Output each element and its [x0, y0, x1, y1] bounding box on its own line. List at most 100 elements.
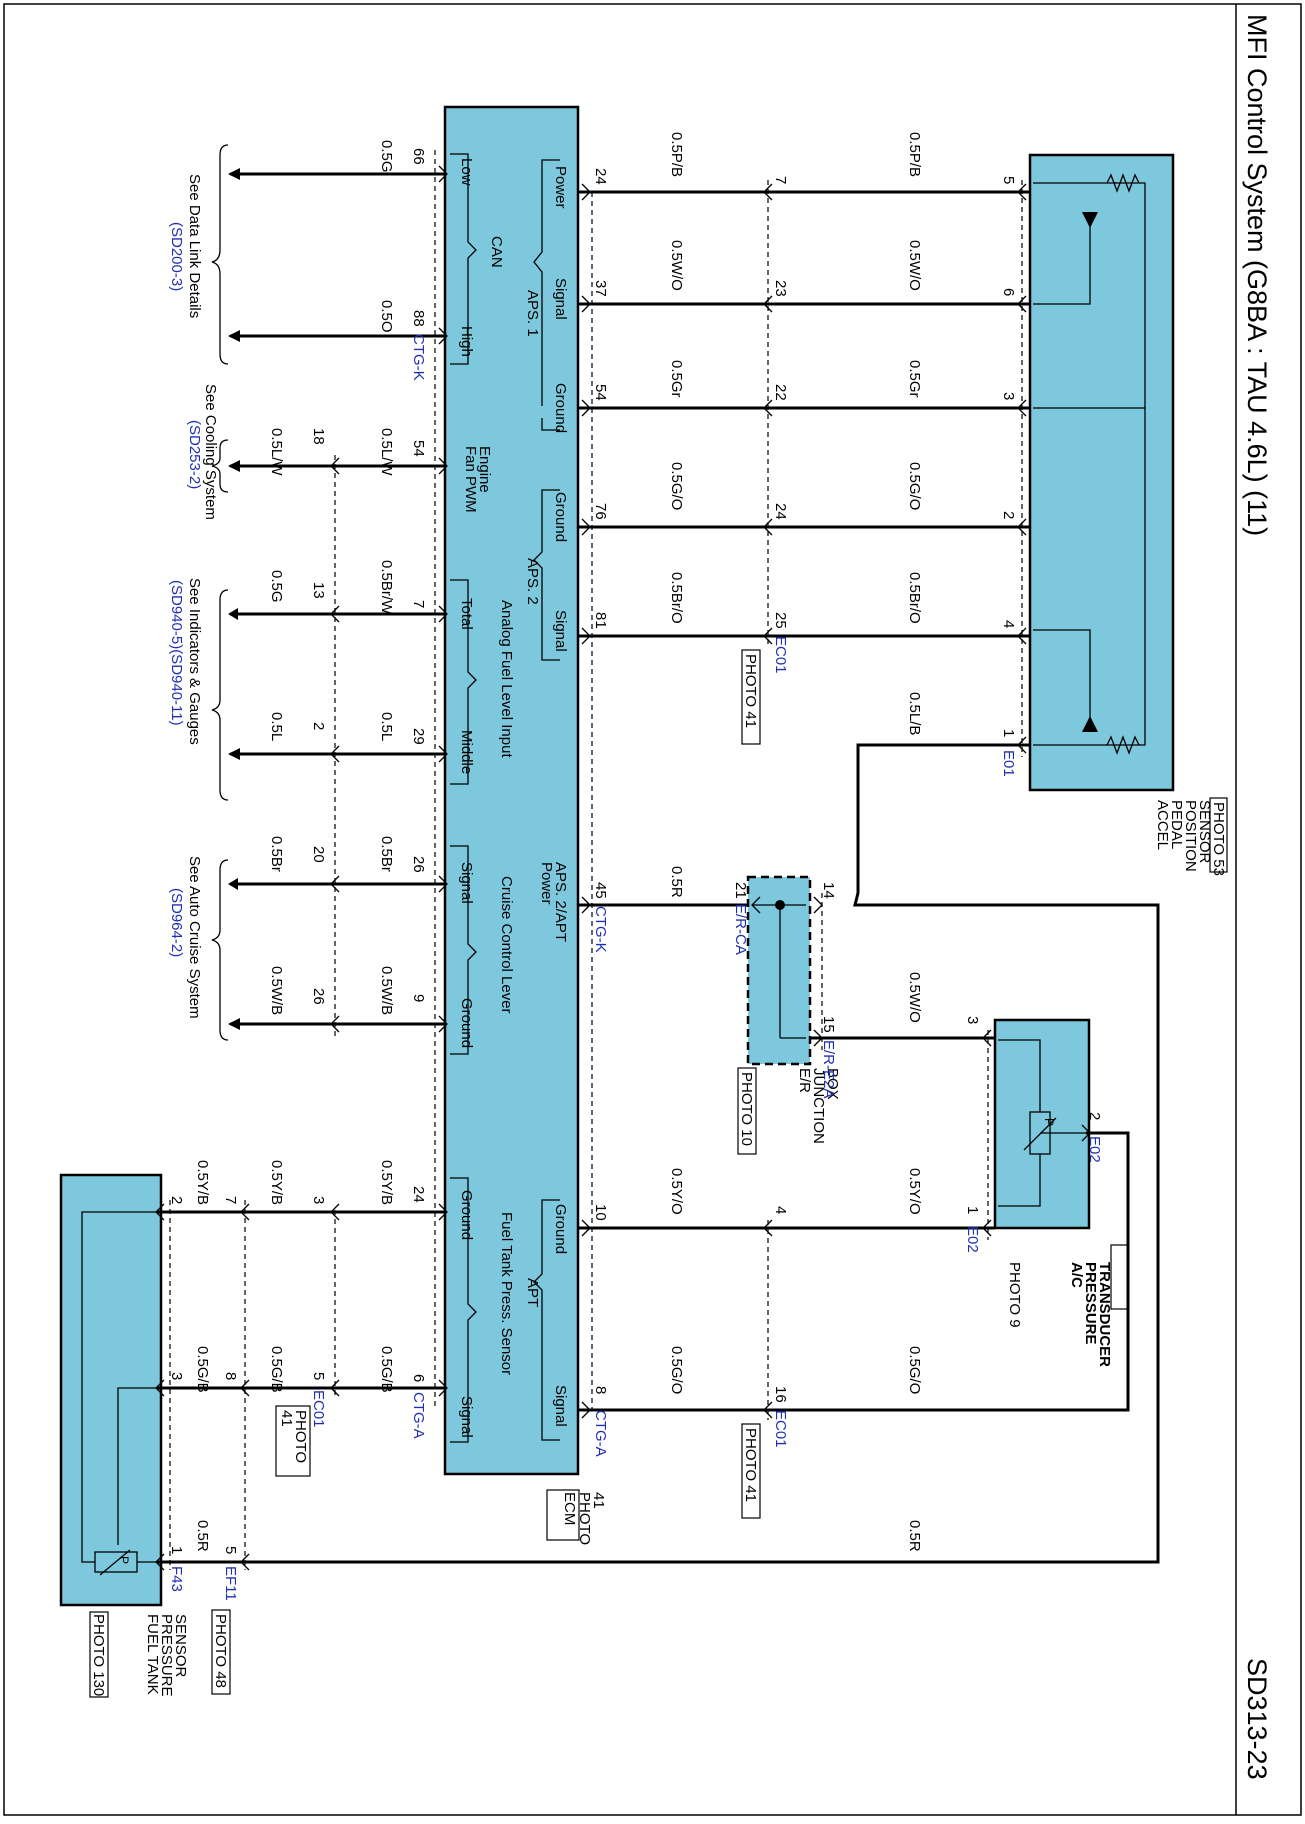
svg-text:Engine: Engine: [476, 446, 493, 493]
svg-text:PRESSURE: PRESSURE: [1082, 1262, 1099, 1345]
fuel-sensor-label: FUEL TANK PRESSURE SENSOR: [144, 1614, 189, 1697]
svg-text:7: 7: [772, 176, 789, 184]
svg-text:0.5Gr: 0.5Gr: [906, 360, 923, 398]
svg-text:Middle: Middle: [458, 730, 475, 774]
svg-text:PRESSURE: PRESSURE: [158, 1614, 175, 1697]
ecm-pins-left: 66 88 CTG-K 54 7 29 26 9 24 6 CTG-A: [410, 148, 427, 1439]
left-wires: [158, 172, 445, 1390]
svg-text:(SD200-3): (SD200-3): [168, 222, 185, 291]
svg-text:26: 26: [310, 988, 327, 1005]
svg-text:24: 24: [410, 1186, 427, 1203]
svg-text:3: 3: [964, 1016, 981, 1024]
svg-text:54: 54: [592, 384, 609, 401]
ecm-label: ECM PHOTO 41: [546, 1489, 607, 1545]
ac-p-label: P: [1042, 1118, 1056, 1126]
svg-text:0.5L: 0.5L: [268, 712, 285, 741]
svg-text:24: 24: [592, 168, 609, 185]
svg-text:CTG-K: CTG-K: [592, 906, 609, 953]
ecm-pins-right: 24 37 54 76 81 45 CTG-K 10 8 CTG-A: [592, 168, 609, 1457]
page-border: [3, 3, 1302, 1816]
svg-text:Ground: Ground: [458, 998, 475, 1048]
svg-text:F43: F43: [168, 1566, 185, 1592]
svg-text:8: 8: [592, 1386, 609, 1394]
svg-text:0.5G/B: 0.5G/B: [268, 1346, 285, 1393]
svg-text:FUEL TANK: FUEL TANK: [144, 1614, 161, 1695]
accel-pedal-sensor: [1028, 153, 1175, 792]
svg-text:16: 16: [772, 1386, 789, 1403]
svg-text:High: High: [458, 326, 475, 357]
svg-text:See Indicators & Gauges: See Indicators & Gauges: [186, 578, 203, 745]
svg-text:0.5Br: 0.5Br: [378, 836, 395, 872]
svg-text:0.5Y/B: 0.5Y/B: [268, 1160, 285, 1205]
fuel-tank-pressure-sensor: [59, 1173, 163, 1607]
svg-text:4: 4: [1000, 620, 1017, 628]
svg-text:6: 6: [410, 1374, 427, 1382]
ecm-brackets-right: [533, 159, 560, 1441]
splice-dot: [775, 900, 785, 910]
accel-pins: 5 6 3 2 4 1 E01: [1000, 176, 1017, 777]
svg-text:0.5G: 0.5G: [268, 570, 285, 603]
accel-sensor-label: ACCEL PEDAL POSITION SENSOR PHOTO 53: [1154, 797, 1228, 876]
svg-text:PEDAL: PEDAL: [1168, 800, 1185, 849]
svg-text:0.5G/O: 0.5G/O: [906, 1346, 923, 1394]
svg-text:Signal: Signal: [458, 1396, 475, 1438]
svg-text:BOX: BOX: [824, 1068, 841, 1100]
svg-text:41: 41: [590, 1492, 607, 1509]
svg-text:CTG-K: CTG-K: [410, 334, 427, 381]
svg-text:(SD253-2): (SD253-2): [186, 420, 203, 489]
svg-text:Signal: Signal: [552, 610, 569, 652]
svg-text:PHOTO 48: PHOTO 48: [212, 1614, 229, 1688]
junction-pins: 14 21 E/R-CA 0.5R 15 E/R-E2A 0.5W/O 3 2 …: [668, 866, 1103, 1552]
svg-text:E02: E02: [1086, 1136, 1103, 1163]
svg-text:SENSOR: SENSOR: [1196, 800, 1213, 864]
svg-text:0.5Gr: 0.5Gr: [668, 360, 685, 398]
svg-text:APS. 2: APS. 2: [524, 558, 541, 605]
svg-text:0.5G/O: 0.5G/O: [668, 1346, 685, 1394]
svg-text:Power: Power: [552, 166, 569, 209]
svg-text:0.5P/B: 0.5P/B: [668, 132, 685, 177]
svg-text:CAN: CAN: [488, 236, 505, 268]
svg-text:0.5Y/O: 0.5Y/O: [668, 1168, 685, 1215]
svg-text:0.5L/W: 0.5L/W: [378, 428, 395, 476]
svg-text:ECM: ECM: [561, 1492, 578, 1525]
svg-text:0.5P/B: 0.5P/B: [906, 132, 923, 177]
svg-text:0.5Y/O: 0.5Y/O: [906, 1168, 923, 1215]
svg-text:10: 10: [592, 1204, 609, 1221]
svg-text:0.5W/O: 0.5W/O: [906, 240, 923, 291]
svg-text:20: 20: [310, 846, 327, 863]
svg-text:8: 8: [222, 1372, 239, 1380]
connector-chevrons: [581, 183, 1091, 1419]
reference-braces: [211, 144, 229, 1041]
svg-text:7: 7: [410, 600, 427, 608]
svg-text:Ground: Ground: [552, 492, 569, 542]
svg-text:0.5L: 0.5L: [378, 712, 395, 741]
svg-text:POSITION: POSITION: [1182, 800, 1199, 872]
svg-text:13: 13: [310, 582, 327, 599]
junction-label: E/R JUNCTION BOX: [796, 1068, 841, 1144]
see-references: See Data Link Details (SD200-3) See Cool…: [168, 174, 219, 1019]
svg-text:0.5G/B: 0.5G/B: [194, 1346, 211, 1393]
svg-text:0.5G/B: 0.5G/B: [378, 1346, 395, 1393]
svg-text:0.5G/O: 0.5G/O: [906, 462, 923, 510]
svg-text:3: 3: [310, 1196, 327, 1204]
accel-wires: [158, 190, 1160, 1564]
svg-text:4: 4: [772, 1206, 789, 1214]
accel-sensor-internals: [1033, 173, 1146, 755]
svg-text:0.5W/O: 0.5W/O: [668, 240, 685, 291]
svg-text:0.5L/B: 0.5L/B: [906, 692, 923, 735]
svg-text:24: 24: [772, 503, 789, 520]
svg-text:76: 76: [592, 503, 609, 520]
left-chevrons: [155, 165, 448, 1571]
fuel-sensor-internals: [81, 1211, 158, 1576]
svg-text:(SD964-2): (SD964-2): [168, 888, 185, 957]
svg-text:Fan PWM: Fan PWM: [462, 446, 479, 513]
svg-text:9: 9: [410, 994, 427, 1002]
svg-text:TRANSDUCER: TRANSDUCER: [1096, 1262, 1113, 1367]
ecm: [443, 105, 580, 1476]
svg-text:EF11: EF11: [222, 1566, 239, 1601]
svg-text:EC01: EC01: [772, 636, 789, 674]
svg-text:(SD940-5)(SD940-11): (SD940-5)(SD940-11): [168, 580, 185, 726]
mid-pins: 18 13 2 20 26 3 5 EC01 PHOTO 41 7 8 5 EF…: [168, 428, 327, 1695]
svg-text:0.5Br: 0.5Br: [268, 836, 285, 872]
